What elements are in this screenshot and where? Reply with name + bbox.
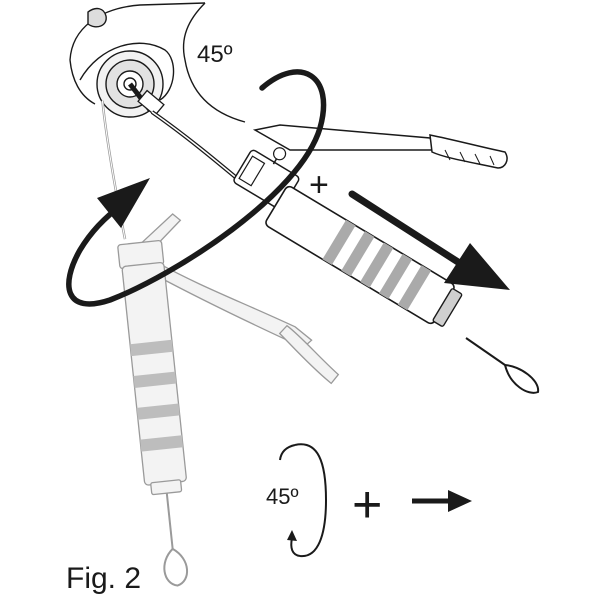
push-arrow-icon	[348, 190, 510, 290]
figure-caption: Fig. 2	[66, 562, 141, 595]
plus-sign-label: +	[309, 166, 329, 204]
angle-top-label: 45º	[197, 41, 233, 68]
rotation-arrow-icon	[66, 69, 327, 307]
grease-gun-ghost	[101, 100, 340, 587]
legend-plus-label: +	[352, 476, 382, 534]
grease-gun-main	[128, 82, 540, 394]
legend-rotation-icon	[279, 443, 328, 558]
legend-angle-label: 45º	[266, 484, 299, 509]
legend-right-arrow-icon	[412, 490, 472, 512]
legend: 45º +	[266, 443, 472, 558]
